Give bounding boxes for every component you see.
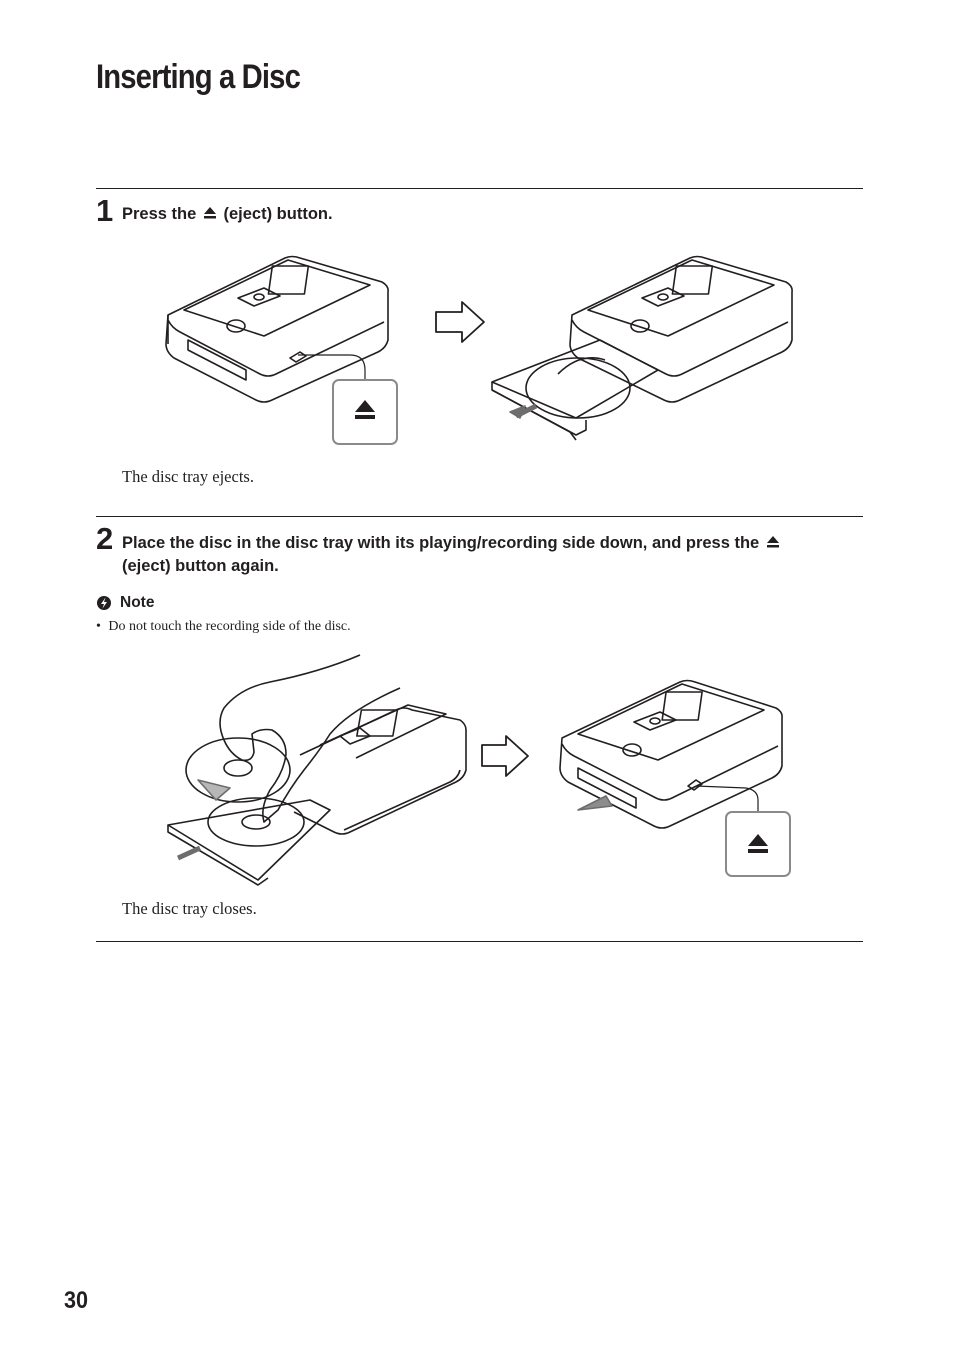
eject-icon	[766, 536, 779, 548]
note-item: • Do not touch the recording side of the…	[96, 619, 351, 635]
step-1-text-before: Press the	[122, 205, 197, 223]
section-divider	[96, 188, 863, 189]
device-open-with-hand	[167, 654, 467, 886]
eject-button-callout	[748, 834, 768, 853]
step-2-text-line2: (eject) button again.	[122, 557, 279, 575]
note-text: Do not touch the recording side of the d…	[108, 619, 351, 634]
note-icon	[97, 596, 111, 610]
device-open	[491, 255, 793, 441]
note-bullet: •	[96, 619, 101, 634]
step-1-illustration	[165, 255, 793, 445]
step-1-number: 1	[96, 193, 114, 228]
eject-button-callout	[355, 400, 375, 419]
step-2-text-line1: Place the disc in the disc tray with its…	[122, 534, 760, 552]
step-1-instruction: Press the (eject) button.	[122, 203, 333, 226]
device-closed	[165, 255, 389, 403]
note-label: Note	[120, 594, 155, 611]
note-heading: Note	[96, 594, 154, 612]
step-2-illustration	[167, 654, 791, 886]
page-number: 30	[64, 1287, 89, 1314]
section-divider	[96, 941, 863, 942]
step-1-text-after: (eject) button.	[223, 205, 333, 223]
step-2-caption: The disc tray closes.	[122, 899, 257, 918]
eject-icon	[203, 207, 216, 219]
step-1-caption: The disc tray ejects.	[122, 467, 254, 486]
step-2-instruction: Place the disc in the disc tray with its…	[122, 532, 857, 578]
device-closed	[559, 679, 783, 829]
step-2-number: 2	[96, 521, 114, 556]
page-title: Inserting a Disc	[96, 58, 301, 96]
section-divider	[96, 516, 863, 517]
